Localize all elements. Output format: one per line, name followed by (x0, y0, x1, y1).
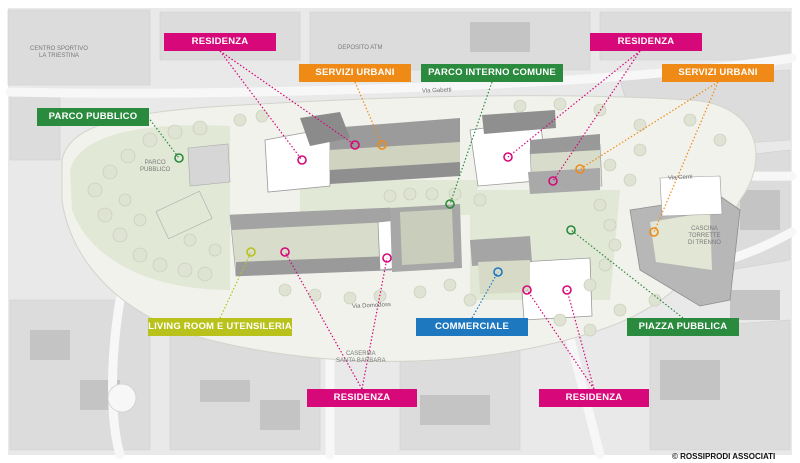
copyright-text: © ROSSIPRODI ASSOCIATI (672, 452, 776, 461)
label-residenza-nw: RESIDENZA (164, 33, 276, 51)
marker-parco-interno-comune-0 (445, 199, 455, 209)
leader-line-servizi-urbani-w-0 (354, 81, 383, 146)
leader-line-residenza-ne-1 (552, 50, 641, 182)
label-residenza-ne: RESIDENZA (590, 33, 702, 51)
leader-line-servizi-urbani-e-0 (579, 81, 719, 170)
marker-servizi-urbani-e-0 (575, 164, 585, 174)
label-parco-pubblico: PARCO PUBBLICO (37, 108, 149, 126)
label-commerciale: COMMERCIALE (416, 318, 528, 336)
leader-line-parco-pubblico-0 (147, 116, 180, 159)
leader-line-commerciale-0 (471, 271, 499, 319)
map-label-centro-sportivo: CENTRO SPORTIVO LA TRIESTINA (30, 46, 88, 59)
marker-residenza-ne-1 (548, 176, 558, 186)
map-label-caserma: CASERMA SANTA BARBARA (336, 351, 386, 364)
leader-line-residenza-se-0 (526, 289, 595, 390)
map-label-cascina: CASCINA TORRETTE DI TRENNO (688, 226, 721, 246)
leader-line-residenza-sw-1 (361, 257, 388, 390)
marker-residenza-nw-1 (350, 140, 360, 150)
marker-living-room-0 (246, 247, 256, 257)
label-piazza-pubblica: PIAZZA PUBBLICA (627, 318, 739, 336)
leader-line-servizi-urbani-e-1 (653, 81, 719, 233)
leader-line-living-room-0 (219, 251, 252, 319)
label-servizi-urbani-w: SERVIZI URBANI (299, 64, 411, 82)
leader-line-residenza-sw-0 (284, 251, 363, 390)
leader-line-piazza-pubblica-0 (570, 229, 684, 319)
roundabout (107, 383, 137, 413)
leader-line-parco-interno-comune-0 (449, 81, 493, 205)
marker-residenza-se-0 (522, 285, 532, 295)
label-servizi-urbani-e: SERVIZI URBANI (662, 64, 774, 82)
marker-residenza-nw-0 (297, 155, 307, 165)
trees (87, 97, 727, 337)
street-label-cerni: Via Cerni (667, 174, 693, 182)
marker-servizi-urbani-w-0 (377, 140, 387, 150)
leader-line-residenza-se-1 (566, 289, 595, 390)
marker-parco-pubblico-0 (174, 153, 184, 163)
map-label-deposito-atm: DEPOSITO ATM (338, 45, 383, 51)
marker-piazza-pubblica-0 (566, 225, 576, 235)
map-label-parco-pubblico: PARCO PUBBLICO (140, 160, 171, 173)
street-label-gabetti: Via Gabetti (421, 87, 452, 95)
label-parco-interno-comune: PARCO INTERNO COMUNE (421, 64, 563, 82)
marker-residenza-se-1 (562, 285, 572, 295)
marker-commerciale-0 (493, 267, 503, 277)
marker-residenza-sw-0 (280, 247, 290, 257)
sports-court (155, 190, 213, 240)
marker-servizi-urbani-e-1 (649, 227, 659, 237)
label-living-room: LIVING ROOM E UTENSILERIA (148, 318, 292, 336)
marker-residenza-ne-0 (503, 152, 513, 162)
label-residenza-sw: RESIDENZA (307, 389, 417, 407)
leader-line-residenza-nw-1 (219, 50, 356, 146)
marker-residenza-sw-1 (382, 253, 392, 263)
leader-line-residenza-ne-0 (507, 50, 641, 158)
building-volumes (187, 110, 741, 321)
label-residenza-se: RESIDENZA (539, 389, 649, 407)
leader-line-residenza-nw-0 (219, 50, 303, 161)
